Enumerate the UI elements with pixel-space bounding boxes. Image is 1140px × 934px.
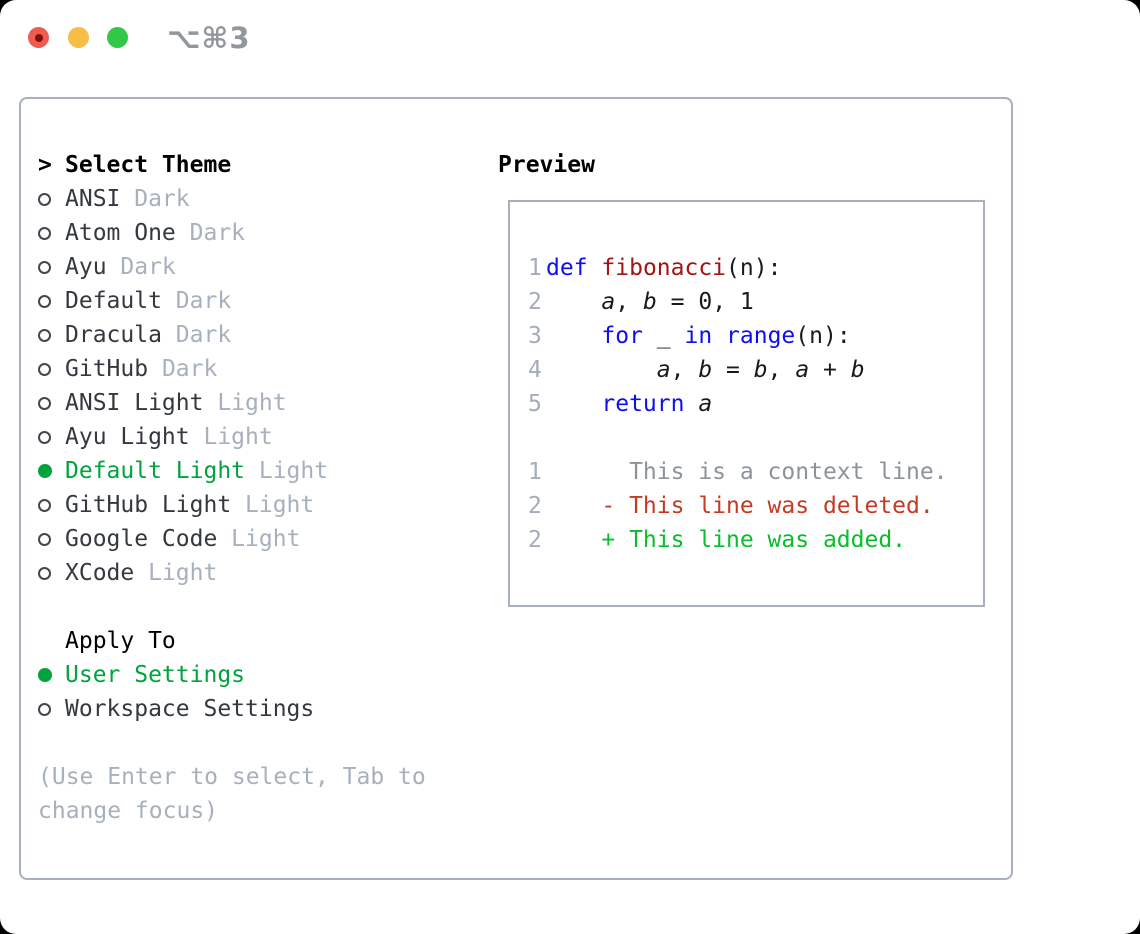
select-theme-title: Select Theme xyxy=(65,152,232,178)
titlebar: ⌥⌘3 xyxy=(0,0,1140,76)
radio-icon xyxy=(38,532,65,546)
theme-option-xcode[interactable]: XCode Light xyxy=(38,556,458,590)
spacer-row xyxy=(38,726,458,760)
option-label: GitHub xyxy=(65,356,149,382)
apply-option-workspace-settings[interactable]: Workspace Settings xyxy=(38,692,458,726)
line-number: 1 xyxy=(528,459,542,485)
radio-icon xyxy=(38,430,65,444)
radio-selected-icon xyxy=(38,668,65,682)
theme-option-ansi-light[interactable]: ANSI Light Light xyxy=(38,386,458,420)
option-variant-label: Light xyxy=(134,560,218,586)
option-label: Ayu xyxy=(65,254,107,280)
code-line: 4 a, b = b, a + b xyxy=(528,353,983,387)
theme-option-default[interactable]: Default Dark xyxy=(38,284,458,318)
theme-option-github[interactable]: GitHub Dark xyxy=(38,352,458,386)
radio-icon xyxy=(38,566,65,580)
theme-option-ansi[interactable]: ANSI Dark xyxy=(38,182,458,216)
apply-option-user-settings[interactable]: User Settings xyxy=(38,658,458,692)
code-line: 5 return a xyxy=(528,387,983,421)
theme-option-dracula[interactable]: Dracula Dark xyxy=(38,318,458,352)
line-number: 4 xyxy=(528,357,542,383)
option-variant-label: Light xyxy=(189,424,273,450)
option-variant-label: Dark xyxy=(120,186,190,212)
help-text: (Use Enter to select, Tab to change focu… xyxy=(38,764,426,824)
unsaved-changes-dot-icon xyxy=(34,33,43,42)
apply-to-title: Apply To xyxy=(65,628,176,654)
option-variant-label: Dark xyxy=(175,220,246,246)
code-line: 2 a, b = 0, 1 xyxy=(528,285,983,319)
radio-icon xyxy=(38,702,65,716)
option-label: Workspace Settings xyxy=(65,696,315,722)
option-variant-label: Dark xyxy=(161,322,232,348)
select-theme-header: > Select Theme xyxy=(38,148,458,182)
radio-icon xyxy=(38,396,65,410)
line-number: 5 xyxy=(528,391,542,417)
zoom-button[interactable] xyxy=(107,27,128,48)
minimize-button[interactable] xyxy=(68,27,89,48)
option-variant-label: Light xyxy=(231,492,315,518)
radio-icon xyxy=(38,362,65,376)
option-variant-label: Light xyxy=(203,390,287,416)
code-line: 3 for _ in range(n): xyxy=(528,319,983,353)
option-label: ANSI Light xyxy=(65,390,204,416)
option-label: Atom One xyxy=(65,220,176,246)
option-label: ANSI xyxy=(65,186,121,212)
option-variant-label: Light xyxy=(245,458,329,484)
window-title: ⌥⌘3 xyxy=(167,21,251,55)
option-label: XCode xyxy=(65,560,135,586)
option-label: Google Code xyxy=(65,526,218,552)
option-variant-label: Light xyxy=(217,526,301,552)
option-label: GitHub Light xyxy=(65,492,232,518)
line-number: 1 xyxy=(528,255,542,281)
theme-option-google-code[interactable]: Google Code Light xyxy=(38,522,458,556)
line-number: 2 xyxy=(528,289,542,315)
option-label: User Settings xyxy=(65,662,246,688)
radio-icon xyxy=(38,226,65,240)
option-label: Default Light xyxy=(65,458,246,484)
code-line xyxy=(528,421,983,455)
theme-option-default-light[interactable]: Default Light Light xyxy=(38,454,458,488)
theme-option-ayu[interactable]: Ayu Dark xyxy=(38,250,458,284)
line-number: 2 xyxy=(528,527,542,553)
radio-icon xyxy=(38,328,65,342)
radio-icon xyxy=(38,498,65,512)
preview-title: Preview xyxy=(498,152,595,178)
line-number: 3 xyxy=(528,323,542,349)
prompt-caret-icon: > xyxy=(38,152,52,178)
option-variant-label: Dark xyxy=(106,254,176,280)
option-label: Default xyxy=(65,288,162,314)
radio-selected-icon xyxy=(38,464,65,478)
close-button[interactable] xyxy=(28,27,49,48)
theme-option-atom-one[interactable]: Atom One Dark xyxy=(38,216,458,250)
line-number: 2 xyxy=(528,493,542,519)
option-label: Dracula xyxy=(65,322,162,348)
code-line: 2 - This line was deleted. xyxy=(528,489,983,523)
spacer-row xyxy=(38,590,458,624)
option-label: Ayu Light xyxy=(65,424,190,450)
radio-icon xyxy=(38,192,65,206)
option-variant-label: Dark xyxy=(161,288,232,314)
apply-to-header: Apply To xyxy=(38,624,458,658)
theme-option-ayu-light[interactable]: Ayu Light Light xyxy=(38,420,458,454)
radio-icon xyxy=(38,260,65,274)
code-line: 1 This is a context line. xyxy=(528,455,983,489)
radio-icon xyxy=(38,294,65,308)
theme-option-github-light[interactable]: GitHub Light Light xyxy=(38,488,458,522)
code-line: 2 + This line was added. xyxy=(528,523,983,557)
prompt-marker: > xyxy=(38,152,65,178)
option-variant-label: Dark xyxy=(148,356,218,382)
